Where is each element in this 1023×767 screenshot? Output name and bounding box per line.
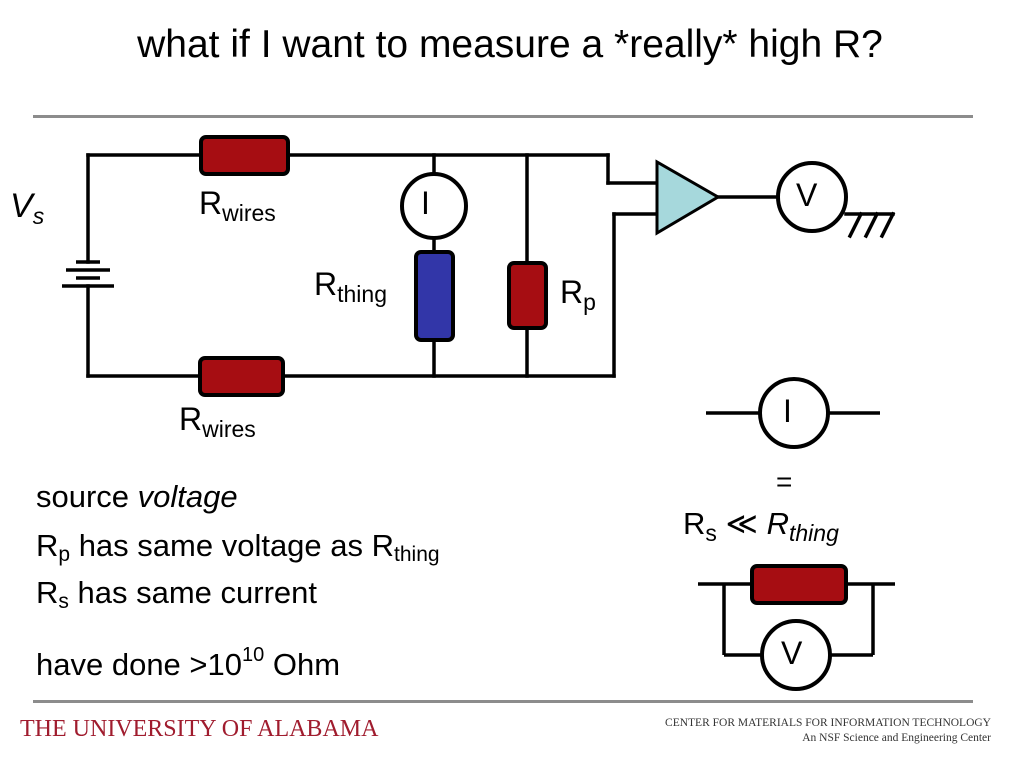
resistor-rwires-bottom [198,356,285,397]
rwires-top-label: Rwires [199,185,276,226]
equiv-resistor [750,564,848,605]
equiv-voltmeter-label: V [781,635,803,671]
rp-label: Rp [560,274,596,315]
ground-stroke-1 [847,211,864,239]
footer-divider [33,700,973,703]
ground-stroke-3 [879,211,896,239]
equiv-ammeter-label: I [783,393,792,429]
resistor-rthing [414,250,455,342]
rs-relation: Rs ≪ Rthing [683,506,839,546]
ammeter-circle [400,172,468,240]
equiv-voltmeter-circle [760,619,832,691]
resistor-rp [507,261,548,330]
voltmeter-circle [776,161,848,233]
note-rp-voltage: Rp has same voltage as Rthing [36,528,440,566]
slide-title: what if I want to measure a *really* hig… [137,23,883,66]
ammeter-label: I [421,185,430,221]
amplifier-triangle [655,159,721,236]
ground-stroke-2 [863,211,880,239]
center-tagline: An NSF Science and Engineering Center [802,732,991,744]
rwires-bottom-label: Rwires [179,401,256,442]
voltmeter-label: V [796,177,818,213]
note-source-voltage: source voltage [36,479,238,514]
title-divider [33,115,973,118]
center-info: CENTER FOR MATERIALS FOR INFORMATION TEC… [665,716,991,746]
source-voltage-label: Vs [10,187,45,229]
university-name: THE UNIVERSITY OF ALABAMA [20,716,379,742]
note-ohm-record: have done >1010 Ohm [36,644,341,682]
battery-symbol [62,260,114,288]
resistor-rwires-top [199,135,290,176]
note-rs-current: Rs has same current [36,575,317,613]
rthing-label: Rthing [314,266,387,307]
equiv-ammeter-circle [758,377,830,449]
equals-sign: = [776,466,793,497]
center-name: CENTER FOR MATERIALS FOR INFORMATION TEC… [665,717,991,729]
